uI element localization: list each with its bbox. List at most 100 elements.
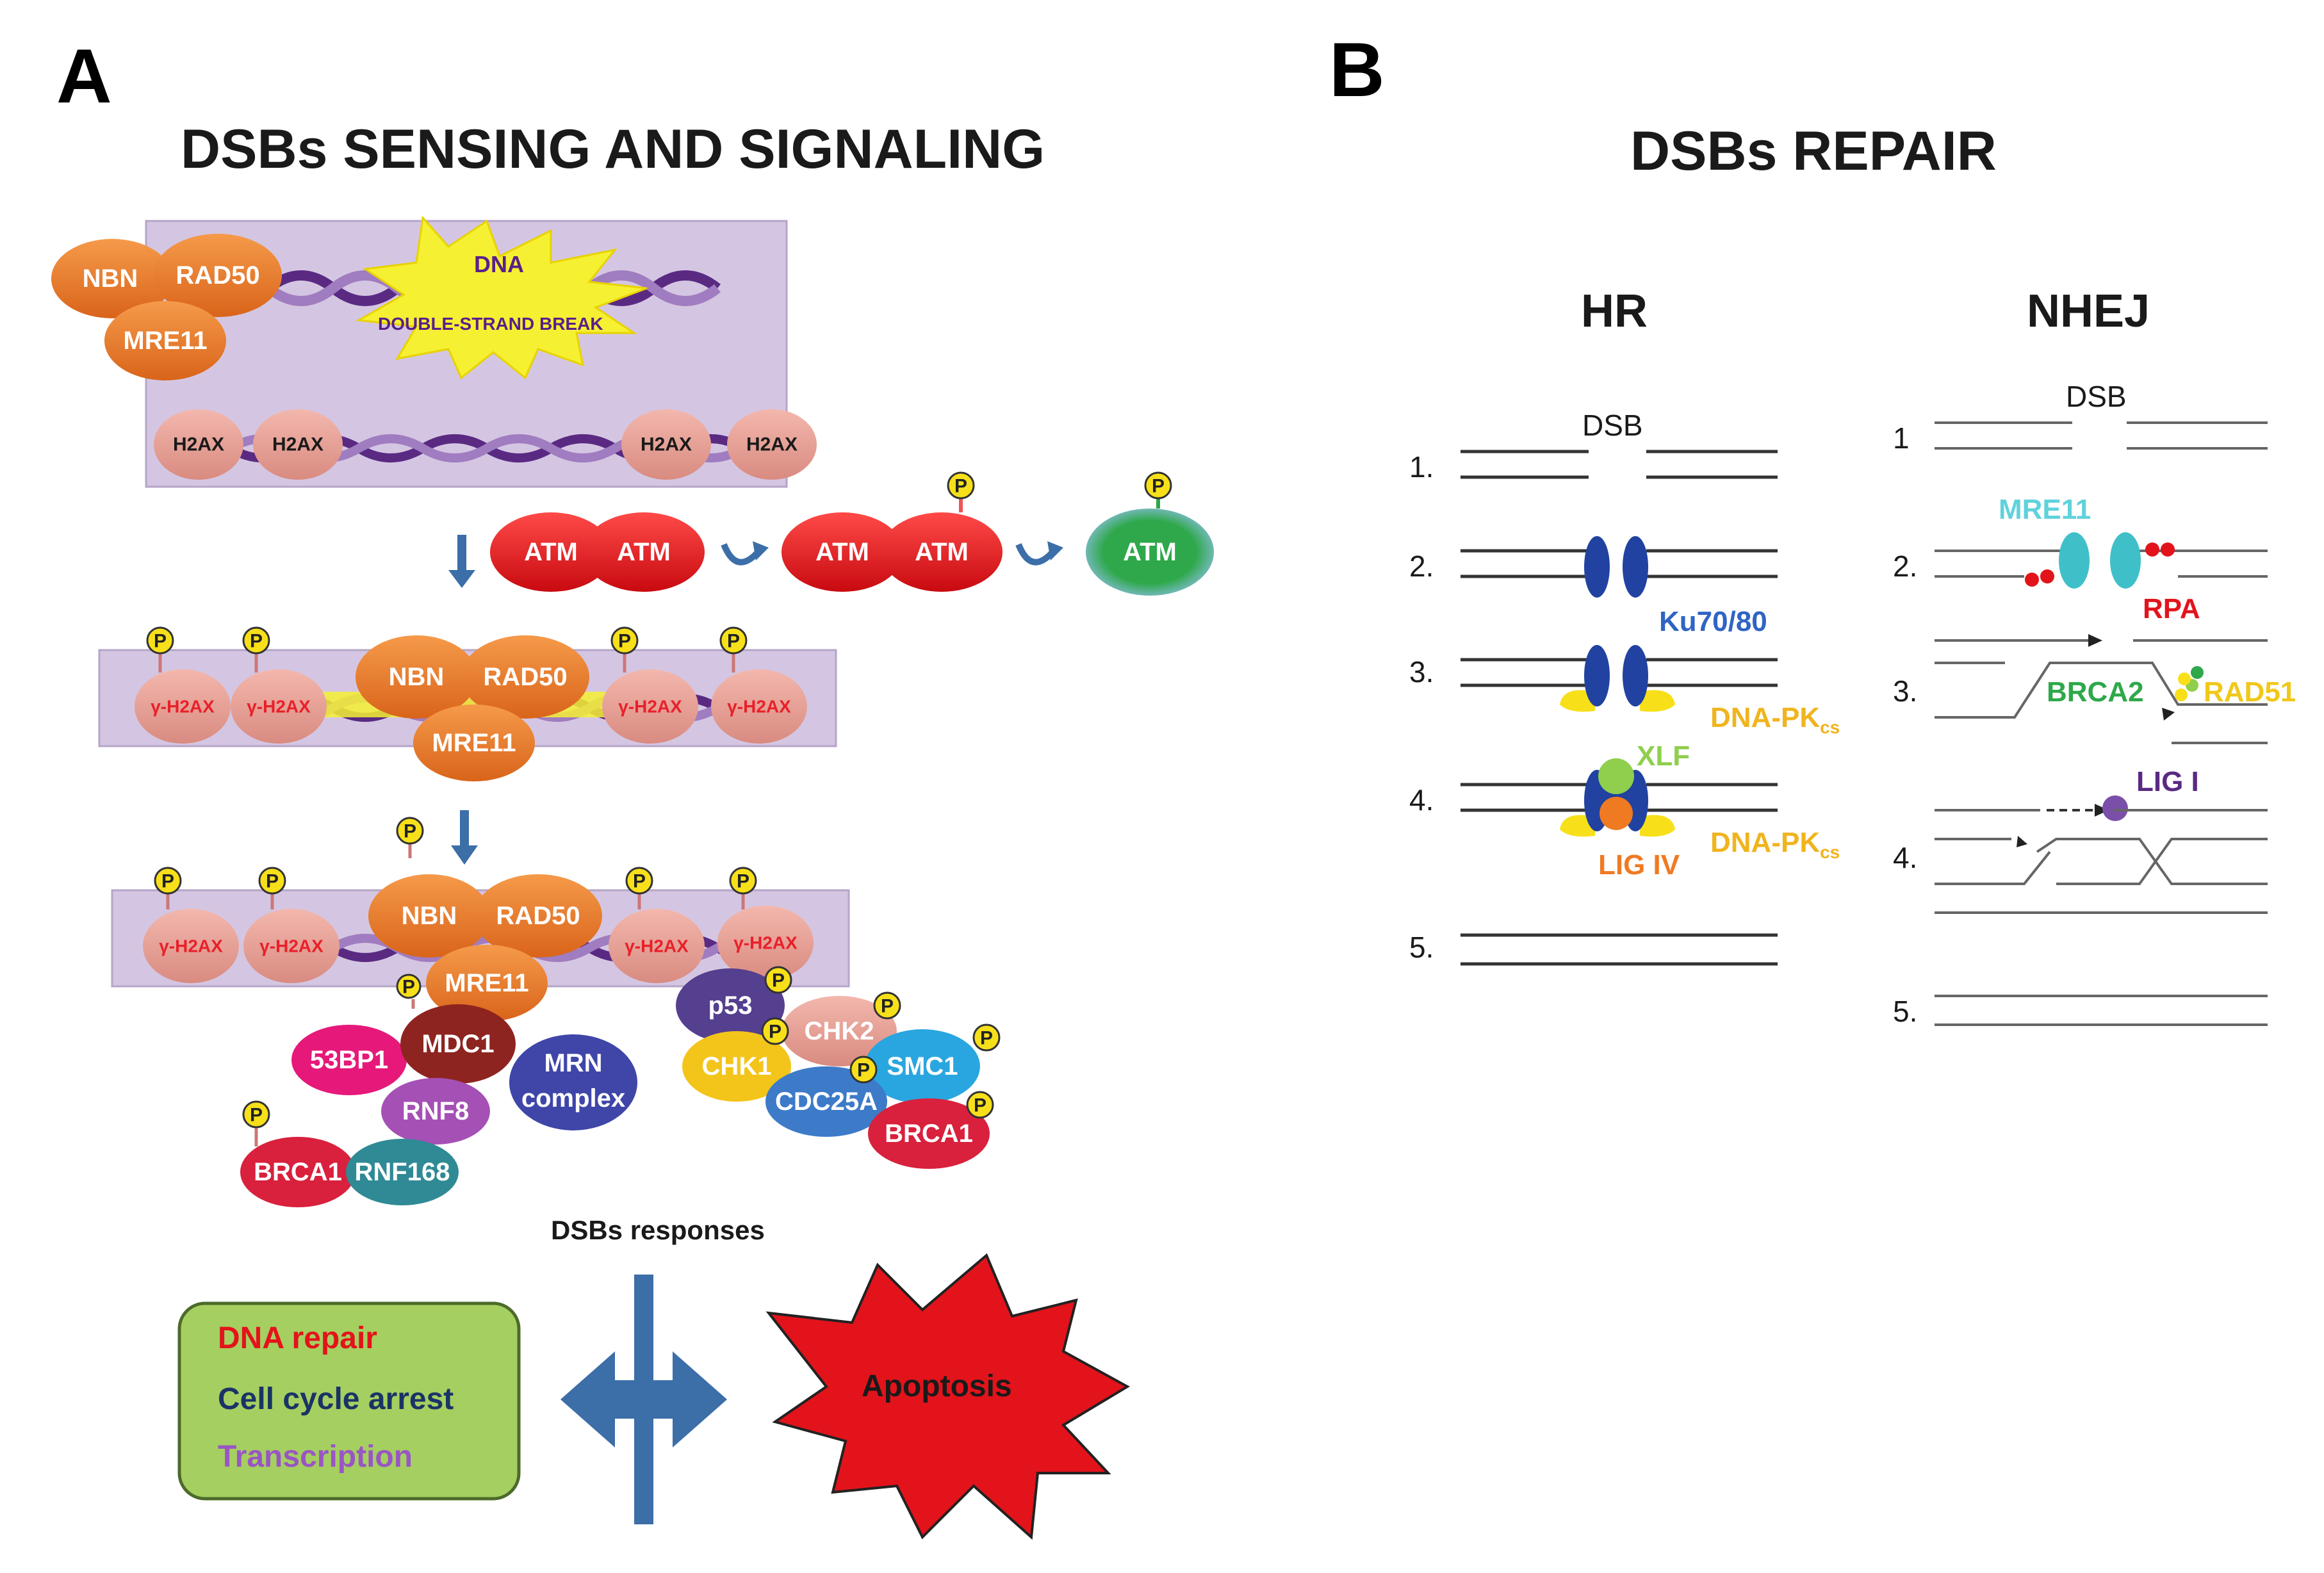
panel-a-title: DSBs SENSING AND SIGNALING <box>181 118 1045 180</box>
hr-title: HR <box>1581 286 1648 337</box>
phospho-label-p53: P <box>772 970 785 991</box>
svg-text:γ-H2AX: γ-H2AX <box>618 697 682 717</box>
nbn-protein <box>51 239 173 318</box>
phospho-nbn <box>396 817 424 845</box>
atm-dimer-1a <box>490 512 612 592</box>
panel-b-letter: B <box>1329 27 1385 113</box>
mre11-protein <box>104 301 226 380</box>
rpa-dot-1 <box>2025 573 2039 587</box>
arrow-down-icon-2 <box>451 810 478 865</box>
dnapk-label-1: DNA-PKcs <box>1710 702 1840 737</box>
atm-label-2: ATM <box>617 538 671 566</box>
svg-text:P: P <box>633 871 646 892</box>
lig4-protein <box>1600 797 1633 830</box>
mre11-protein-2 <box>413 705 535 781</box>
responses-label: DSBs responses <box>551 1215 765 1245</box>
svg-text:P: P <box>618 631 631 652</box>
brca1-protein-1 <box>240 1137 356 1207</box>
dsb-label: DOUBLE-STRAND BREAK <box>378 314 603 334</box>
apoptosis-label: Apoptosis <box>862 1369 1012 1403</box>
ku-protein-step2-right <box>1623 536 1648 598</box>
phospho-label-chk2: P <box>881 996 894 1017</box>
hr-step-3: 3. <box>1409 655 1434 689</box>
svg-text:γ-H2AX: γ-H2AX <box>625 936 689 956</box>
apoptosis-starburst <box>765 1253 1131 1540</box>
rad50-protein-3 <box>474 874 602 958</box>
brca2-label: BRCA2 <box>2047 676 2144 708</box>
svg-text:P: P <box>727 631 740 652</box>
rad50-protein <box>154 234 282 317</box>
phospho-smc1 <box>972 1023 1001 1052</box>
nbn-label-3: NBN <box>402 902 457 930</box>
gamma-h2ax-row-3: γ-H2AX γ-H2AX γ-H2AX γ-H2AX <box>143 906 814 983</box>
atm-label-5: ATM <box>1123 538 1177 566</box>
rad51-label: RAD51 <box>2204 676 2296 708</box>
h2ax-2 <box>253 409 343 480</box>
ku-protein-step3-right <box>1623 645 1648 706</box>
phospho-cdc25a <box>849 1055 878 1084</box>
h2ax-1 <box>154 409 243 480</box>
svg-text:γ-H2AX: γ-H2AX <box>259 936 323 956</box>
phospho-brca1-1 <box>242 1100 270 1129</box>
h2ax-label-4: H2AX <box>746 434 798 455</box>
svg-text:P: P <box>250 631 263 652</box>
chk1-label: CHK1 <box>702 1052 772 1080</box>
ku-protein-step2-left <box>1584 536 1610 598</box>
response-cell-cycle-arrest: Cell cycle arrest <box>218 1382 454 1416</box>
svg-text:γ-H2AX: γ-H2AX <box>727 697 791 717</box>
phospho-label-atm-1: P <box>954 476 967 497</box>
lig1-protein <box>2102 795 2128 821</box>
nbn-label-2: NBN <box>389 663 445 691</box>
xlf-label: XLF <box>1637 740 1690 772</box>
nhej-mre11-label: MRE11 <box>1999 494 2091 525</box>
svg-text:γ-H2AX: γ-H2AX <box>247 697 311 717</box>
p53bp1-label: 53BP1 <box>310 1046 388 1074</box>
phospho-label-atm-2: P <box>1152 476 1165 497</box>
nhej-step-5: 5. <box>1893 995 1917 1028</box>
mdc1-label: MDC1 <box>421 1030 494 1058</box>
phospho-label-mdc1: P <box>402 977 415 998</box>
dnapk-step3-right <box>1640 690 1675 712</box>
atm-dimer-1b <box>583 512 705 592</box>
p53-protein <box>676 968 785 1043</box>
chk1-protein <box>682 1031 791 1102</box>
atm-dimer-2b <box>881 512 1002 592</box>
nhej-step-4: 4. <box>1893 841 1917 874</box>
phospho-atm-1 <box>947 471 975 500</box>
cdc25a-label: CDC25A <box>775 1088 878 1116</box>
h2ax-label-2: H2AX <box>272 434 323 455</box>
dna-label: DNA <box>474 251 524 277</box>
phospho-p53 <box>764 966 792 994</box>
bidirectional-arrow-icon <box>561 1275 727 1524</box>
responses-box <box>177 1301 521 1501</box>
dnapk-step3-left <box>1560 690 1595 712</box>
cdc25a-protein <box>765 1066 887 1137</box>
nhej-dsb-label: DSB <box>2066 380 2127 413</box>
curved-arrow-icon-1 <box>721 543 762 566</box>
phospho-brca1-2 <box>966 1091 994 1119</box>
h2ax-label-3: H2AX <box>641 434 692 455</box>
svg-text:γ-H2AX: γ-H2AX <box>159 936 223 956</box>
phospho-label-smc1: P <box>980 1028 993 1049</box>
chk2-label: CHK2 <box>805 1017 874 1045</box>
hr-step-4: 4. <box>1409 783 1434 817</box>
rnf168-protein <box>346 1139 459 1205</box>
nbn-label: NBN <box>83 265 138 293</box>
nbn-protein-2 <box>356 635 477 719</box>
phospho-label-nbn: P <box>404 821 416 842</box>
panel-a-letter: A <box>56 33 112 119</box>
hr-step-5: 5. <box>1409 931 1434 964</box>
svg-text:P: P <box>161 871 174 892</box>
mrn-complex-protein <box>509 1034 637 1130</box>
lig1-label: LIG I <box>2136 766 2199 797</box>
p53-label: p53 <box>708 991 753 1020</box>
svg-text:P: P <box>154 631 167 652</box>
chk2-protein <box>781 996 897 1066</box>
atm-label-3: ATM <box>815 538 869 566</box>
smc1-protein <box>865 1029 980 1104</box>
atm-label-1: ATM <box>524 538 578 566</box>
hr-step-2: 2. <box>1409 550 1434 583</box>
nhej-title: NHEJ <box>2027 286 2150 337</box>
brca1-label-2: BRCA1 <box>885 1120 973 1148</box>
